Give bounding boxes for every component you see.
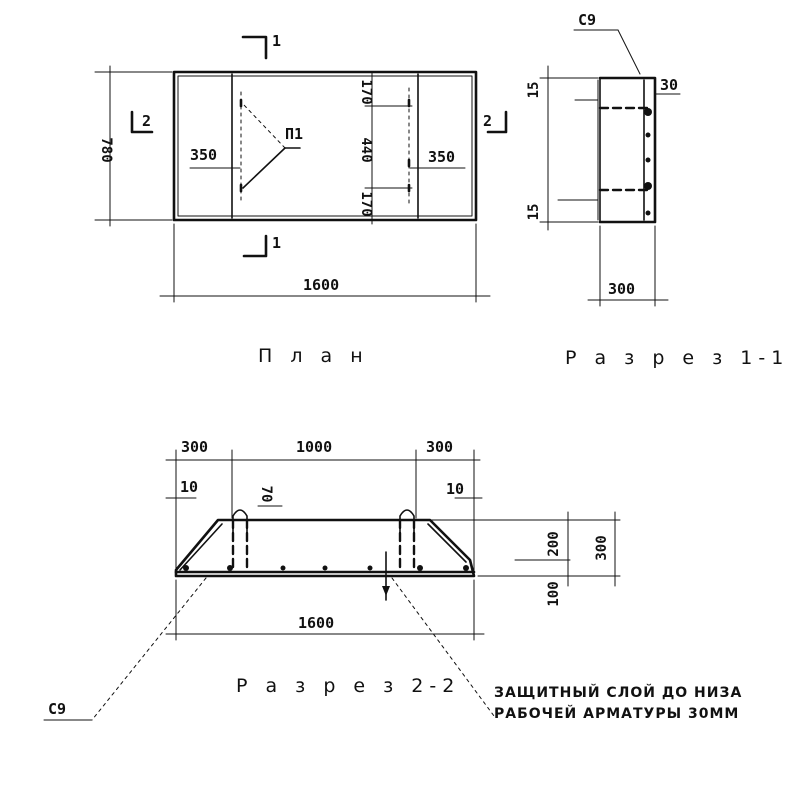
- plan-height-dim: 780: [98, 137, 114, 162]
- section-1-1-cover-dim: 30: [660, 76, 678, 94]
- plan-bottom-gap-dim: 170: [358, 191, 374, 216]
- plan-left-zone-dim: 350: [190, 146, 217, 164]
- section-2-2-length-dim: 1600: [298, 614, 334, 632]
- svg-text:1: 1: [272, 32, 281, 50]
- plan-loop-leader-upper: [242, 103, 286, 149]
- section-2-2-middle-dim: 1000: [296, 438, 332, 456]
- section-1-1-mark: С9: [578, 11, 596, 29]
- section-2-2-loop-height-dim: 70: [258, 486, 274, 503]
- plan-middle-dim: 440: [358, 137, 374, 162]
- section-1-1-outline: [598, 76, 657, 224]
- section-2-2-base-height-dim: 100: [546, 581, 562, 606]
- section-2-2-note-leader: [391, 577, 495, 717]
- svg-text:2: 2: [142, 112, 151, 130]
- section-2-2-loop-left: [231, 509, 249, 574]
- section-2-2-note-line1: ЗАЩИТНЫЙ СЛОЙ ДО НИЗА: [494, 684, 742, 701]
- section-1-1-bottom-offset-dim: 15: [526, 204, 542, 221]
- plan-loop-mark: П1: [285, 125, 303, 143]
- section-2-2-mark-leader: [91, 577, 207, 721]
- svg-text:2: 2: [483, 112, 492, 130]
- section-2-2-left-dim: 300: [181, 438, 208, 456]
- section-2-2-left-small-dim: 10: [180, 478, 198, 496]
- section-2-2-view: 300 1000 300 10 10 70 200 300 100 1600 С…: [43, 438, 742, 722]
- section-1-1-top-offset-dim: 15: [526, 82, 542, 99]
- plan-title: П л а н: [258, 345, 369, 367]
- section-2-2-mark: С9: [48, 700, 66, 718]
- plan-slab-outline: [172, 70, 478, 222]
- section-2-2-loop-right: [398, 509, 416, 574]
- plan-right-zone-dim: 350: [428, 148, 455, 166]
- plan-top-gap-dim: 170: [358, 79, 374, 104]
- section-1-1-view: 15 15 30 300 С9 Р а з р е з 1-1: [526, 11, 789, 369]
- section-2-2-right-small-dim: 10: [446, 480, 464, 498]
- plan-length-dim: 1600: [303, 276, 339, 294]
- plan-section-marker-top: 1: [241, 32, 281, 60]
- section-1-1-mark-leader: [617, 29, 641, 75]
- plan-view: П1 780 350 350 170 440 170 1600 1 1: [94, 32, 508, 367]
- section-1-1-width-dim: 300: [608, 280, 635, 298]
- plan-section-marker-right: 2: [483, 110, 508, 134]
- section-2-2-right-dim: 300: [426, 438, 453, 456]
- plan-section-marker-left: 2: [130, 110, 154, 134]
- section-2-2-inner-height-dim: 200: [546, 531, 562, 556]
- section-2-2-total-height-dim: 300: [594, 535, 610, 560]
- plan-loop-leader-lower: [242, 147, 286, 189]
- section-2-2-note-line2: РАБОЧЕЙ АРМАТУРЫ 30ММ: [494, 705, 739, 722]
- section-1-1-title: Р а з р е з 1-1: [565, 347, 789, 369]
- plan-section-marker-bottom: 1: [242, 234, 281, 258]
- plan-slab-inner-outline: [177, 75, 473, 217]
- svg-text:1: 1: [272, 234, 281, 252]
- section-2-2-title: Р а з р е з 2-2: [236, 675, 460, 697]
